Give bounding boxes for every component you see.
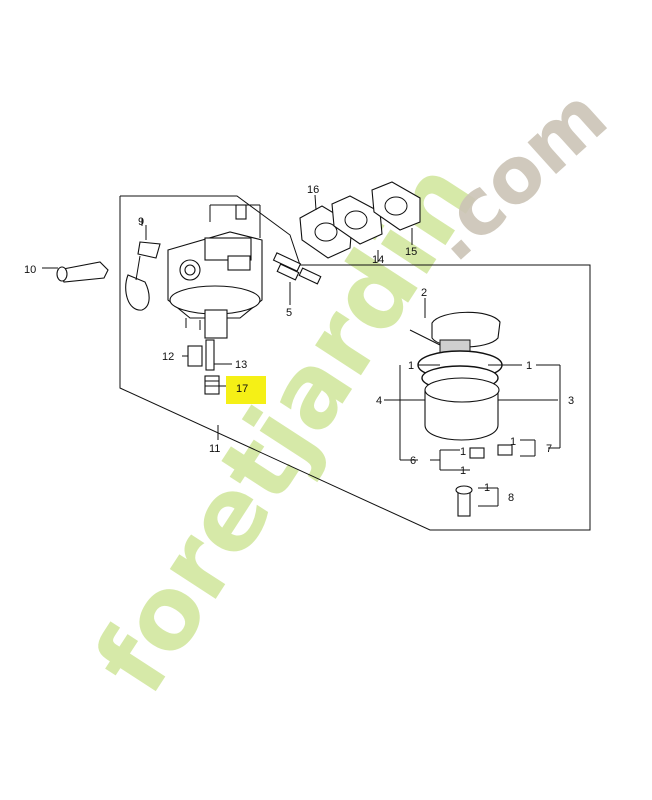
highlight-part-17 (226, 376, 266, 404)
callout-3: 3 (568, 395, 574, 407)
callout-12: 12 (162, 351, 174, 363)
callout-9: 9 (138, 216, 144, 228)
callout-17: 17 (236, 383, 248, 395)
leader-lines (141, 194, 561, 507)
callout-4: 4 (376, 395, 382, 407)
watermark: foretjardin .com (72, 71, 624, 713)
callout-1-e: 1 (460, 465, 466, 477)
assembly-frame (119, 195, 591, 531)
part-10-choke-lever (42, 261, 109, 283)
gaskets-14-15-16 (299, 181, 421, 259)
callout-13: 13 (235, 359, 247, 371)
callout-15: 15 (405, 246, 417, 258)
callout-5: 5 (286, 307, 292, 319)
callout-14: 14 (372, 254, 384, 266)
carburetor-body (167, 204, 263, 339)
callout-16: 16 (307, 184, 319, 196)
callout-10: 10 (24, 264, 36, 276)
float-bowl-assembly (409, 311, 513, 517)
callout-1-a: 1 (408, 360, 414, 372)
callout-1-f: 1 (484, 482, 490, 494)
callout-6: 6 (410, 455, 416, 467)
callout-1-b: 1 (526, 360, 532, 372)
callout-labels: 10 9 16 15 14 5 2 1 1 4 3 1 1 7 6 1 1 8 … (24, 184, 574, 504)
callout-1-c: 1 (460, 446, 466, 458)
part-5-screws (272, 252, 322, 305)
callout-1-d: 1 (510, 436, 516, 448)
small-parts-12-13-17 (187, 339, 220, 395)
callout-8: 8 (508, 492, 514, 504)
callout-2: 2 (421, 287, 427, 299)
callout-7: 7 (546, 443, 552, 455)
callout-11: 11 (209, 443, 220, 455)
part-9-lever (125, 225, 161, 311)
